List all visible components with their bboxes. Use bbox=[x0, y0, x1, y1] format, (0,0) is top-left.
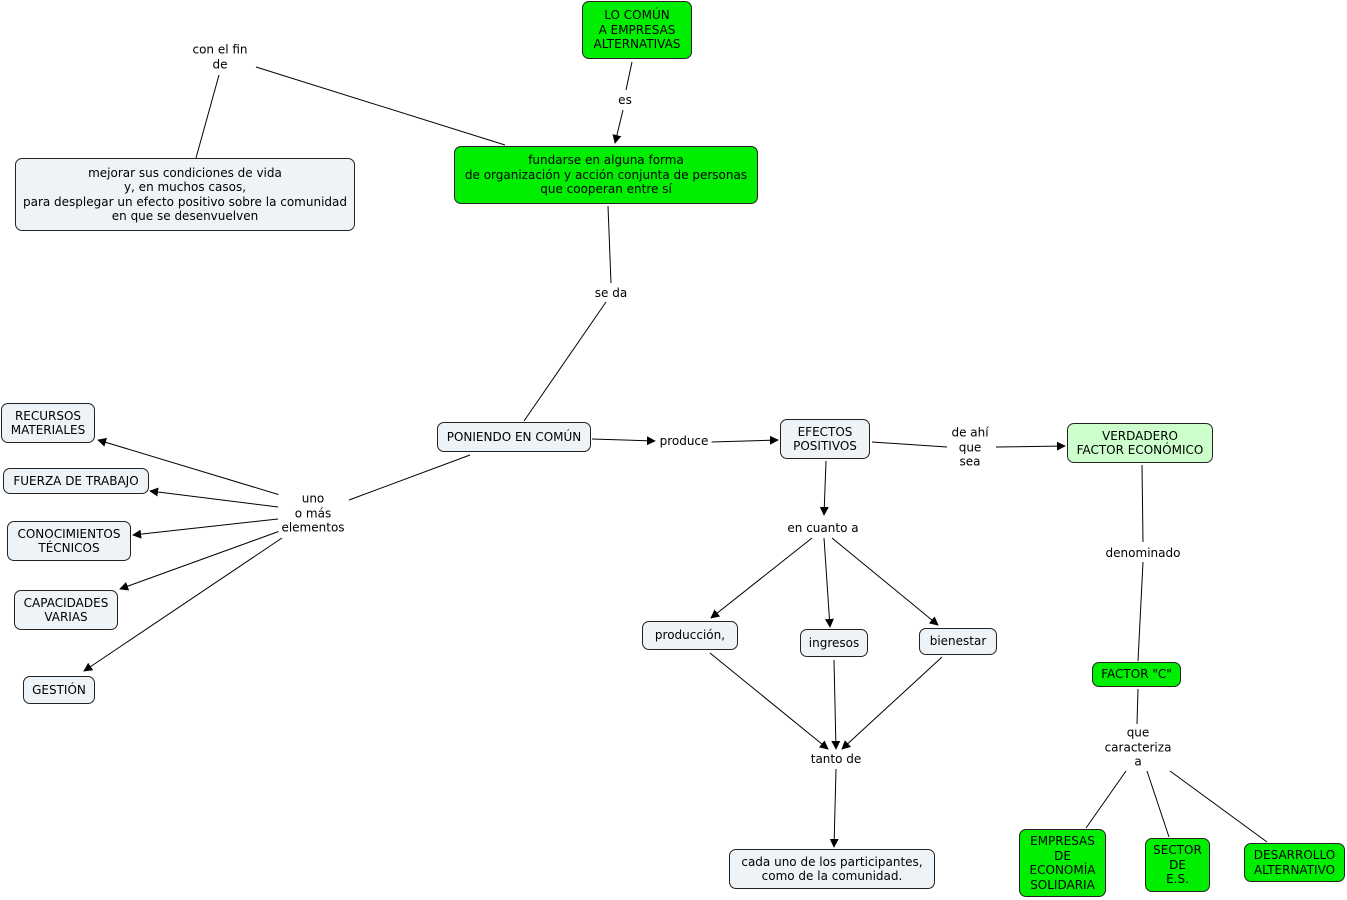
line-caracteriza-sector bbox=[1146, 770, 1170, 838]
link-label-se-da: se da bbox=[591, 285, 631, 301]
line-elementos-gestion bbox=[83, 537, 283, 672]
line-fundarse-seda bbox=[607, 205, 612, 284]
line-caracteriza-empresas bbox=[1085, 770, 1127, 829]
line-fundarse-confin bbox=[255, 66, 506, 146]
node-ingresos[interactable]: ingresos bbox=[800, 629, 868, 657]
line-verdadero-denominado bbox=[1141, 464, 1144, 543]
line-seda-poniendo bbox=[523, 301, 607, 422]
line-efectos-encuanto bbox=[819, 460, 829, 516]
node-recursos-materiales[interactable]: RECURSOS MATERIALES bbox=[1, 403, 95, 443]
link-label-en-cuanto-a: en cuanto a bbox=[784, 520, 862, 536]
node-sector-es[interactable]: SECTOR DE E.S. bbox=[1145, 838, 1210, 892]
line-factorc-caracteriza bbox=[1136, 688, 1139, 725]
node-bienestar[interactable]: bienestar bbox=[919, 628, 997, 655]
node-fuerza-trabajo[interactable]: FUERZA DE TRABAJO bbox=[3, 468, 149, 494]
line-caracteriza-desarrollo bbox=[1169, 770, 1268, 843]
link-label-denominado: denominado bbox=[1102, 545, 1184, 561]
line-elementos-fuerza bbox=[149, 487, 279, 508]
link-label-es: es bbox=[615, 92, 635, 108]
node-cada-uno[interactable]: cada uno de los participantes, como de l… bbox=[729, 849, 935, 889]
node-poniendo-en-comun[interactable]: PONIENDO EN COMÚN bbox=[437, 422, 591, 452]
line-locomun-es bbox=[625, 61, 633, 91]
line-poniendo-produce bbox=[591, 436, 656, 446]
line-produce-efectos bbox=[710, 435, 779, 445]
line-deahi-verdadero bbox=[995, 441, 1066, 451]
line-confin-mejorar bbox=[195, 74, 220, 159]
line-elementos-capacidades bbox=[119, 530, 281, 591]
node-capacidades-varias[interactable]: CAPACIDADES VARIAS bbox=[14, 590, 118, 630]
node-mejorar[interactable]: mejorar sus condiciones de vida y, en mu… bbox=[15, 158, 355, 231]
line-encuanto-ingresos bbox=[823, 537, 834, 628]
node-desarrollo-alternativo[interactable]: DESARROLLO ALTERNATIVO bbox=[1244, 843, 1345, 882]
link-label-con-el-fin: con el fin de bbox=[189, 42, 251, 72]
node-gestion[interactable]: GESTIÓN bbox=[23, 676, 95, 704]
line-encuanto-produccion bbox=[710, 537, 813, 619]
link-label-que-caracteriza: que caracteriza a bbox=[1101, 725, 1175, 769]
link-label-uno-mas-elementos: uno o más elementos bbox=[278, 491, 348, 535]
node-verdadero-factor[interactable]: VERDADERO FACTOR ECONÓMICO bbox=[1067, 423, 1213, 463]
line-elementos-conocimientos bbox=[132, 518, 279, 539]
line-produccion-tantode bbox=[709, 652, 829, 750]
node-lo-comun[interactable]: LO COMÚN A EMPRESAS ALTERNATIVAS bbox=[582, 1, 692, 59]
link-label-produce: produce bbox=[656, 433, 712, 449]
line-efectos-deahi bbox=[871, 441, 948, 448]
line-ingresos-tantode bbox=[831, 659, 841, 750]
line-poniendo-elementos bbox=[348, 454, 471, 501]
node-fundarse[interactable]: fundarse en alguna forma de organización… bbox=[454, 146, 758, 204]
link-label-de-ahi: de ahí que sea bbox=[948, 425, 992, 469]
node-factor-c[interactable]: FACTOR "C" bbox=[1092, 662, 1181, 687]
line-bienestar-tantode bbox=[841, 656, 943, 750]
node-efectos-positivos[interactable]: EFECTOS POSITIVOS bbox=[780, 419, 870, 459]
node-empresas-economia-solidaria[interactable]: EMPRESAS DE ECONOMÍA SOLIDARIA bbox=[1019, 829, 1106, 897]
line-encuanto-bienestar bbox=[831, 537, 939, 626]
node-conocimientos-tecnicos[interactable]: CONOCIMIENTOS TÉCNICOS bbox=[7, 521, 131, 561]
link-label-tanto-de: tanto de bbox=[807, 751, 865, 767]
line-denominado-factorc bbox=[1137, 561, 1144, 662]
line-elementos-recursos bbox=[97, 438, 281, 496]
node-produccion[interactable]: producción, bbox=[642, 621, 738, 650]
line-tantode-cadauno bbox=[829, 768, 839, 848]
line-es-fundarse bbox=[612, 109, 624, 144]
